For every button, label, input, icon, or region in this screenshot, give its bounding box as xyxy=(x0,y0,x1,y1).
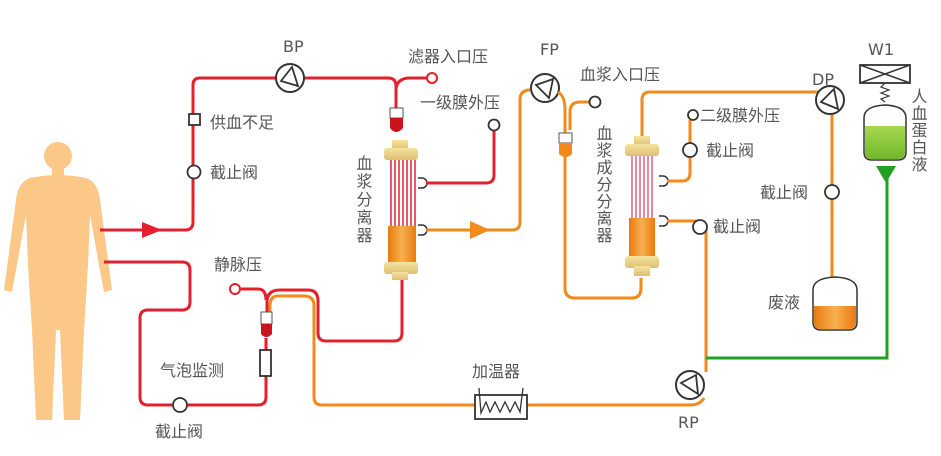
filter-inlet-pressure-label: 滤器入口压 xyxy=(408,47,488,66)
primary-tmp-icon xyxy=(487,118,501,132)
venous-pressure-icon xyxy=(229,283,241,295)
return-pump-icon[interactable] xyxy=(675,370,705,400)
venous-valve-label: 截止阀 xyxy=(155,422,203,441)
plasma-flow-arrow-icon xyxy=(470,221,490,239)
secondary-valve-label: 截止阀 xyxy=(706,141,754,160)
waste-label: 废液 xyxy=(768,293,800,312)
venous-pressure-branch xyxy=(241,287,268,301)
separator2-return-line xyxy=(667,219,708,372)
albumin-bottle-icon xyxy=(863,104,907,161)
venous-line xyxy=(265,280,404,343)
secondary-tmp-valve-icon[interactable] xyxy=(682,142,698,158)
venous-drip-chamber-icon xyxy=(260,311,273,337)
bubble-detector-icon xyxy=(259,349,272,377)
fp-to-separator2-line xyxy=(557,90,643,300)
filter-inlet-branch xyxy=(394,76,428,89)
plasma-pump-icon[interactable] xyxy=(530,73,560,103)
patient-body-icon xyxy=(4,142,112,420)
bubble-detector-label: 气泡监测 xyxy=(160,361,224,380)
waste-pump-icon[interactable] xyxy=(815,85,845,115)
arterial-drip-chamber-icon xyxy=(389,107,404,132)
plasma-component-separator-icon xyxy=(625,136,669,276)
arterial-flow-arrow-icon xyxy=(142,222,162,238)
warmer-label: 加温器 xyxy=(472,362,520,381)
waste-valve-icon[interactable] xyxy=(824,184,840,200)
primary-tmp-line xyxy=(426,131,496,185)
return-line xyxy=(268,294,706,407)
insufficient-supply-label: 供血不足 xyxy=(210,113,274,132)
plasma-inlet-pressure-icon xyxy=(588,95,602,109)
albumin-label: 人血蛋白液 xyxy=(909,88,928,173)
insufficient-supply-sensor-icon xyxy=(188,113,201,126)
plasma-separator-icon xyxy=(384,140,428,280)
arterial-line xyxy=(100,76,398,232)
filter-inlet-pressure-icon xyxy=(426,72,438,84)
venous-pressure-label: 静脉压 xyxy=(214,255,262,274)
dp-label: DP xyxy=(812,70,834,89)
plasma-component-separator-label: 血浆成分分离器 xyxy=(594,125,613,244)
arterial-valve-icon[interactable] xyxy=(186,164,202,180)
waste-bottle-icon xyxy=(812,276,858,331)
primary-tmp-label: 一级膜外压 xyxy=(420,93,500,112)
scale-w1-icon xyxy=(859,64,911,103)
w1-label: W1 xyxy=(868,40,894,59)
venous-valve-icon[interactable] xyxy=(172,397,188,413)
blood-pump-icon[interactable] xyxy=(275,63,305,93)
bp-label: BP xyxy=(283,37,304,56)
plasma-outlet-line xyxy=(426,88,531,232)
waste-valve-label: 截止阀 xyxy=(760,183,808,202)
secondary-tmp-line xyxy=(667,120,692,183)
return-valve-label: 截止阀 xyxy=(713,217,761,236)
plasma-drip-chamber-icon xyxy=(558,132,573,157)
secondary-tmp-icon xyxy=(687,109,699,121)
warmer-icon xyxy=(474,387,528,420)
rp-label: RP xyxy=(678,413,699,432)
plasma-inlet-pressure-branch xyxy=(568,100,589,130)
separator2-top-line xyxy=(640,90,820,140)
plasma-inlet-pressure-label: 血浆入口压 xyxy=(580,65,660,84)
albumin-line xyxy=(706,170,889,360)
fp-label: FP xyxy=(540,40,559,59)
secondary-tmp-label: 二级膜外压 xyxy=(700,106,780,125)
venous-return-line xyxy=(104,260,268,407)
plasma-separator-label: 血浆分离器 xyxy=(354,155,373,245)
arterial-valve-label: 截止阀 xyxy=(210,163,258,182)
return-valve-icon[interactable] xyxy=(692,219,708,235)
